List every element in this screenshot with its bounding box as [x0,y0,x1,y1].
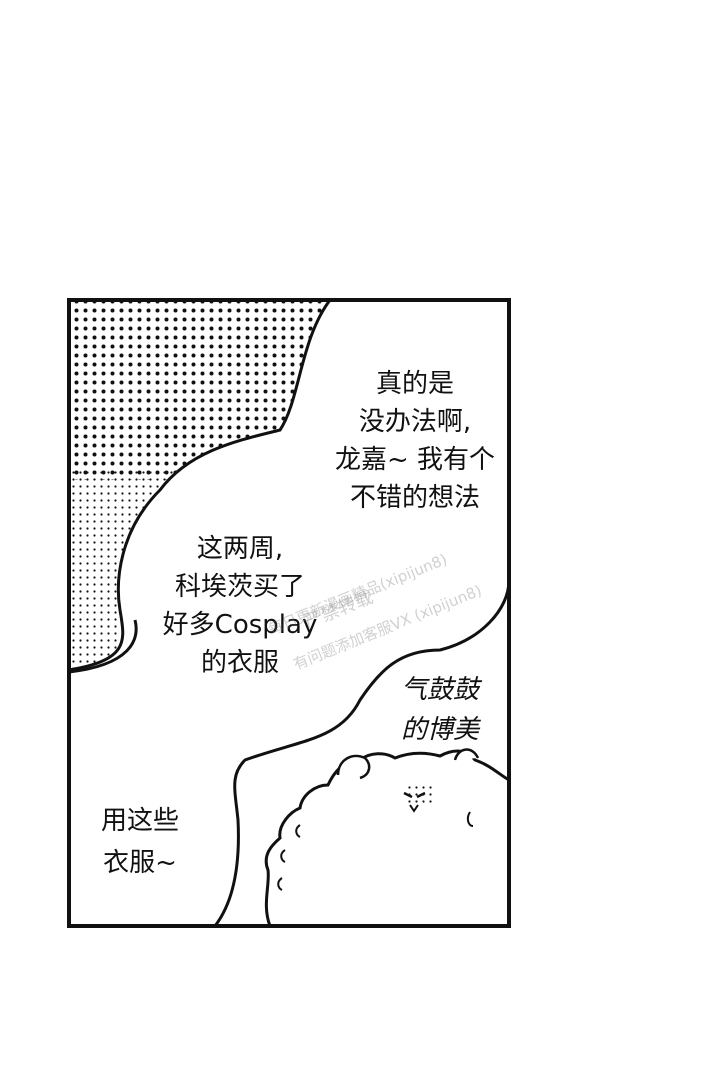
dialogue-line: 的衣服 [200,648,279,678]
dialogue-line: 用这些 [100,806,179,836]
speech-bubble-middle-left: 这两周, 科埃茨买了 好多Cosplay 的衣服 [150,530,330,682]
dialogue-line: 科埃茨买了 [174,572,305,602]
dialogue-line: 龙嘉~ 我有个 [334,445,496,475]
speech-bubble-bottom-left: 用这些 衣服~ [70,800,210,884]
speech-cloud [69,300,509,926]
sfx-line: 气鼓鼓 [400,675,479,705]
dialogue-line: 好多Cosplay [162,610,318,640]
sfx-line: 的博美 [400,715,479,745]
dialogue-line: 不错的想法 [349,483,480,513]
dog-face-tone [405,782,433,804]
dialogue-line: 这两周, [196,534,284,564]
angry-eyes-icon [403,791,426,799]
pomeranian-body [264,749,509,926]
speech-bubble-top-right: 真的是 没办法啊, 龙嘉~ 我有个 不错的想法 [325,365,505,517]
dialogue-line: 没办法啊, [358,407,472,437]
dialogue-line: 衣服~ [103,848,177,878]
panel-border [67,298,511,928]
sfx-caption: 气鼓鼓 的博美 [380,670,500,750]
dialogue-line: 真的是 [375,369,454,399]
